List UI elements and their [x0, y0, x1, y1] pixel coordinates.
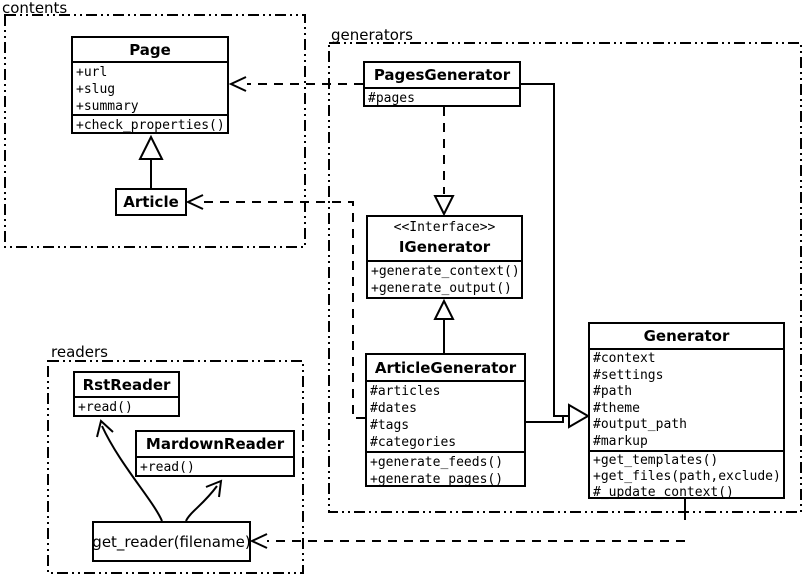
- class-page-attrs: +url +slug +summary: [73, 63, 227, 116]
- class-article-name: Article: [123, 193, 179, 211]
- class-rstreader-name: RstReader: [75, 373, 178, 398]
- inheritance-articlegenerator-to-generator: [526, 415, 569, 423]
- dependency-articlegenerator-to-article: [185, 194, 365, 419]
- class-mardownreader: MardownReader +read(): [135, 430, 295, 477]
- attr-categories: #categories: [370, 435, 457, 450]
- package-border-readers: [47, 360, 304, 574]
- class-rstreader-methods: +read(): [75, 398, 178, 417]
- realization-pagesgenerator-to-igenerator: [433, 107, 455, 217]
- method-check-properties: +check_properties(): [76, 118, 225, 133]
- method-get-files: +get_files(path,exclude): [593, 469, 781, 484]
- class-mardownreader-methods: +read(): [137, 458, 293, 477]
- class-article: Article: [115, 188, 187, 216]
- attr-url: +url: [76, 65, 108, 80]
- package-label-generators: generators: [331, 26, 413, 44]
- class-rstreader: RstReader +read(): [73, 371, 180, 417]
- class-pagesgenerator-name: PagesGenerator: [365, 63, 519, 89]
- class-articlegenerator: ArticleGenerator #articles #dates #tags …: [365, 353, 526, 487]
- interface-igenerator-header: <<Interface>> IGenerator: [368, 217, 521, 262]
- arrow-getreader-to-rstreader: [96, 419, 163, 522]
- attr-slug: +slug: [76, 82, 116, 97]
- class-generator: Generator #context #settings #path #them…: [588, 322, 785, 502]
- package-label-readers: readers: [51, 343, 108, 361]
- method-read-mardown: +read(): [140, 460, 195, 475]
- package-label-contents: contents: [2, 0, 68, 17]
- interface-igenerator-name: IGenerator: [398, 238, 491, 256]
- method-get-templates: +get_templates(): [593, 453, 719, 468]
- class-generator-methods: +get_templates() +get_files(path,exclude…: [590, 452, 783, 502]
- inheritance-arrowhead-generator: [568, 403, 590, 429]
- class-page: Page +url +slug +summary +check_properti…: [71, 36, 229, 134]
- class-articlegenerator-attrs: #articles #dates #tags #categories: [367, 382, 524, 453]
- attr-pages: #pages: [368, 91, 415, 106]
- class-mardownreader-name: MardownReader: [137, 432, 293, 458]
- method-update-context: #_update_context(): [593, 485, 734, 500]
- interface-igenerator: <<Interface>> IGenerator +generate_conte…: [366, 215, 523, 299]
- method-read-rst: +read(): [78, 400, 133, 415]
- interface-stereotype: <<Interface>>: [393, 220, 496, 235]
- class-generator-name: Generator: [590, 324, 783, 350]
- attr-summary: +summary: [76, 99, 139, 114]
- inheritance-articlegenerator-to-igenerator: [433, 298, 455, 353]
- dependency-generator-to-getreader: [249, 499, 686, 549]
- interface-igenerator-methods: +generate_context() +generate_output(): [368, 262, 521, 298]
- method-generate-output: +generate_output(): [371, 281, 512, 296]
- method-generate-pages: +generate_pages(): [370, 472, 504, 487]
- class-generator-attrs: #context #settings #path #theme #output_…: [590, 350, 783, 452]
- attr-markup: #markup: [593, 433, 648, 449]
- attr-articles: #articles: [370, 384, 441, 399]
- attr-theme: #theme: [593, 400, 640, 416]
- method-generate-context: +generate_context(): [371, 264, 520, 279]
- attr-settings: #settings: [593, 367, 664, 383]
- class-page-name: Page: [73, 38, 227, 63]
- attr-context: #context: [593, 351, 656, 366]
- attr-tags: #tags: [370, 418, 410, 433]
- dependency-pagesgenerator-to-page: [228, 76, 363, 92]
- node-get-reader: get_reader(filename): [92, 521, 251, 562]
- class-articlegenerator-name: ArticleGenerator: [367, 355, 524, 382]
- inheritance-article-to-page: [138, 134, 164, 188]
- class-pagesgenerator: PagesGenerator #pages: [363, 61, 521, 107]
- method-generate-feeds: +generate_feeds(): [370, 455, 504, 470]
- class-page-methods: +check_properties(): [73, 116, 227, 135]
- class-pagesgenerator-attrs: #pages: [365, 89, 519, 108]
- attr-path: #path: [593, 384, 633, 399]
- package-border-contents: [4, 14, 306, 248]
- inheritance-pagesgenerator-to-generator: [521, 83, 569, 417]
- attr-dates: #dates: [370, 401, 417, 416]
- class-articlegenerator-methods: +generate_feeds() +generate_pages(): [367, 453, 524, 489]
- attr-output-path: #output_path: [593, 417, 687, 432]
- arrow-getreader-to-mardownreader: [185, 479, 223, 522]
- package-border-generators: [328, 42, 802, 513]
